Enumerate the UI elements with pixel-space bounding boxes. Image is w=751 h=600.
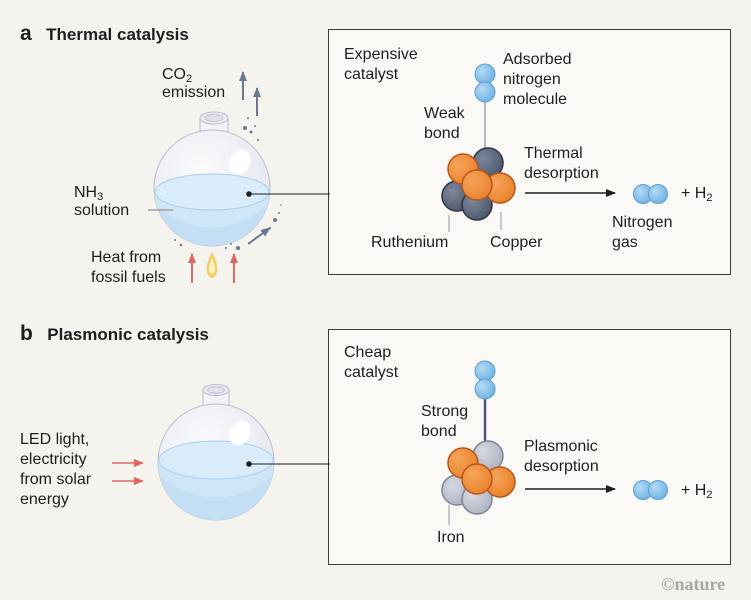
strong-bond-label: Strong bond	[421, 403, 469, 440]
panel-title: Plasmonic catalysis	[47, 325, 209, 344]
nh3-label: NH3	[74, 183, 103, 203]
nitrogen-atom	[474, 360, 496, 382]
nitrogen-gas-molecule	[633, 184, 668, 204]
flask-b	[112, 384, 330, 521]
plasmonic-desorption-label: Plasmonic desorption	[524, 438, 599, 475]
panel-letter: a	[20, 22, 32, 45]
h2-product: + H2	[681, 184, 712, 204]
nh3-text: NH	[74, 184, 98, 201]
panel-letter: b	[20, 322, 33, 345]
cheap-catalyst-label: Cheap catalyst	[344, 344, 399, 381]
co2-subscript: 2	[186, 73, 193, 85]
co2-label: CO2	[162, 65, 192, 85]
nature-credit: ©nature	[661, 574, 726, 594]
nitrogen-atom	[474, 378, 496, 400]
panel-title: Thermal catalysis	[46, 25, 189, 44]
ruthenium-label: Ruthenium	[371, 234, 449, 251]
thermal-desorption-label: Thermal desorption	[524, 145, 599, 182]
panel-b-heading: b Plasmonic catalysis	[20, 322, 209, 346]
copper-atom	[461, 169, 493, 201]
weak-bond-label: Weak bond	[424, 105, 465, 142]
copper-atom	[461, 463, 493, 495]
co2-side-arrow	[247, 227, 271, 245]
nitrogen-gas-molecule	[633, 480, 668, 500]
iron-label: Iron	[437, 529, 465, 546]
co2-text: CO	[162, 66, 186, 83]
copper-label: Copper	[490, 234, 543, 251]
h2-subscript: 2	[706, 192, 713, 204]
solution-label: solution	[74, 202, 130, 219]
plasmonic-catalyst-cluster	[441, 360, 516, 525]
nitrogen-atom	[474, 81, 496, 103]
adsorbed-nitrogen-label: Adsorbed nitrogen molecule	[503, 51, 572, 108]
nitrogen-gas-label: Nitrogen gas	[612, 214, 673, 251]
flask-a	[148, 71, 330, 283]
h2-subscript: 2	[706, 489, 713, 501]
heat-label: Heat from fossil fuels	[91, 249, 166, 286]
co2-arrows	[239, 71, 261, 116]
thermal-catalyst-cluster	[441, 63, 516, 232]
expensive-catalyst-label: Expensive catalyst	[344, 46, 418, 83]
h2-product: + H2	[681, 481, 712, 501]
h2-text: + H	[681, 482, 707, 499]
emission-label: emission	[162, 84, 226, 101]
panel-a-heading: a Thermal catalysis	[20, 22, 189, 46]
h2-text: + H	[681, 185, 707, 202]
energy-source-label: LED light, electricity from solar energy	[20, 431, 92, 508]
nitrogen-atom	[474, 63, 496, 85]
nh3-subscript: 3	[97, 191, 104, 203]
